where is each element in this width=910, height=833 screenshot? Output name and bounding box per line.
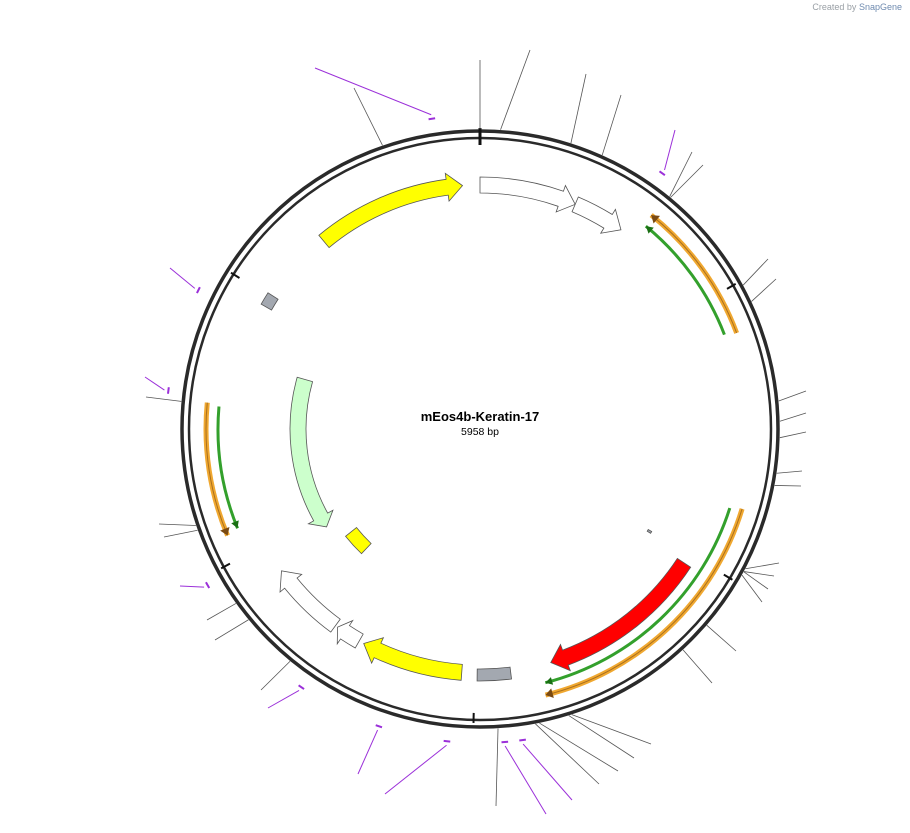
orf-inner-arrowhead	[545, 677, 554, 685]
primer-leader	[522, 743, 573, 801]
primer-mark	[658, 170, 666, 177]
enzyme-leader	[743, 571, 775, 577]
orf-arrowhead	[220, 526, 230, 536]
tick-mark	[230, 271, 240, 279]
orf-arc-line	[545, 508, 743, 696]
enzyme-leader	[779, 412, 807, 422]
enzyme-leader	[495, 728, 499, 807]
feature-ampr-promoter	[336, 619, 364, 649]
enzyme-leader	[535, 723, 600, 785]
feature-cmv-enhancer	[479, 176, 576, 213]
enzyme-leader	[779, 431, 807, 439]
enzyme-leader	[742, 258, 769, 286]
enzyme-leader	[601, 94, 622, 156]
orf-inner-arc	[644, 225, 726, 336]
enzyme-leader	[500, 49, 531, 130]
enzyme-leader	[751, 278, 777, 302]
primer-leader	[144, 376, 165, 391]
feature-ori	[318, 172, 464, 249]
enzyme-leader	[570, 73, 587, 144]
orf-arc-line	[205, 402, 229, 536]
primer-leader	[314, 67, 432, 116]
leader-lines	[144, 49, 807, 815]
enzyme-leader	[353, 87, 383, 146]
plasmid-name: mEos4b-Keratin-17	[421, 409, 539, 424]
enzyme-leader	[539, 722, 619, 772]
feature-meos4b	[550, 557, 692, 672]
feature-kozak-sequence	[646, 528, 653, 534]
primer-leader	[267, 690, 300, 709]
orf-arc-line	[650, 214, 738, 334]
enzyme-leader	[741, 574, 763, 603]
primer-leader	[357, 729, 379, 775]
feature-hsv-tk-poly-a-signal	[260, 292, 279, 311]
feature-cmv-promoter	[571, 196, 622, 234]
primer-mark	[443, 739, 451, 743]
primer-leader	[179, 585, 205, 588]
orf-inner-arrowhead	[645, 226, 654, 234]
enzyme-leader	[706, 625, 737, 652]
feature-sv40-poly-a-signal	[476, 666, 512, 682]
enzyme-leader	[260, 660, 291, 691]
enzyme-leader	[568, 715, 635, 759]
primer-leader	[169, 267, 196, 289]
enzyme-leader	[571, 714, 652, 745]
primer-mark	[519, 738, 526, 742]
primer-leader	[664, 129, 676, 171]
enzyme-leader	[669, 151, 693, 197]
enzyme-leader	[682, 649, 713, 684]
feature-sv40-promoter	[279, 570, 341, 633]
enzyme-leader	[745, 562, 780, 570]
orf-arrowhead	[545, 688, 554, 699]
orf-arrowhead	[651, 215, 661, 224]
primer-mark	[196, 286, 201, 294]
plasmid-length: 5958 bp	[461, 426, 499, 438]
orf-inner-arc	[216, 406, 239, 529]
enzyme-leader	[670, 164, 704, 198]
enzyme-leader	[776, 470, 803, 474]
enzyme-leader	[158, 523, 196, 526]
backbone	[180, 128, 780, 729]
credit-brand: SnapGene	[858, 2, 902, 12]
enzyme-leader	[743, 571, 769, 590]
primer-mark	[428, 117, 436, 121]
primer-leader	[384, 744, 447, 795]
enzyme-leader	[778, 390, 807, 402]
enzyme-leader	[206, 603, 237, 621]
primer-mark	[375, 724, 383, 729]
tick-mark	[723, 573, 733, 581]
feature-layer	[203, 172, 745, 699]
feature-sv40-ori	[344, 526, 372, 555]
primer-mark	[298, 684, 305, 690]
feature-f1-ori	[363, 637, 463, 681]
enzyme-leader	[163, 529, 198, 538]
tick-mark	[220, 562, 231, 570]
primer-leader	[504, 745, 547, 815]
enzyme-leader	[214, 619, 249, 641]
orf-inner-arc	[544, 507, 732, 685]
orf-inner-arrowhead	[231, 520, 239, 529]
primer-mark	[501, 740, 509, 744]
primer-mark	[166, 387, 170, 394]
feature-neor-kanr	[289, 376, 334, 528]
credit: Created by SnapGene	[812, 2, 902, 12]
enzyme-leader	[145, 396, 182, 402]
enzyme-leader	[774, 485, 802, 487]
primer-mark	[205, 581, 211, 589]
tick-mark	[726, 283, 737, 290]
credit-prefix: Created by	[812, 2, 857, 12]
